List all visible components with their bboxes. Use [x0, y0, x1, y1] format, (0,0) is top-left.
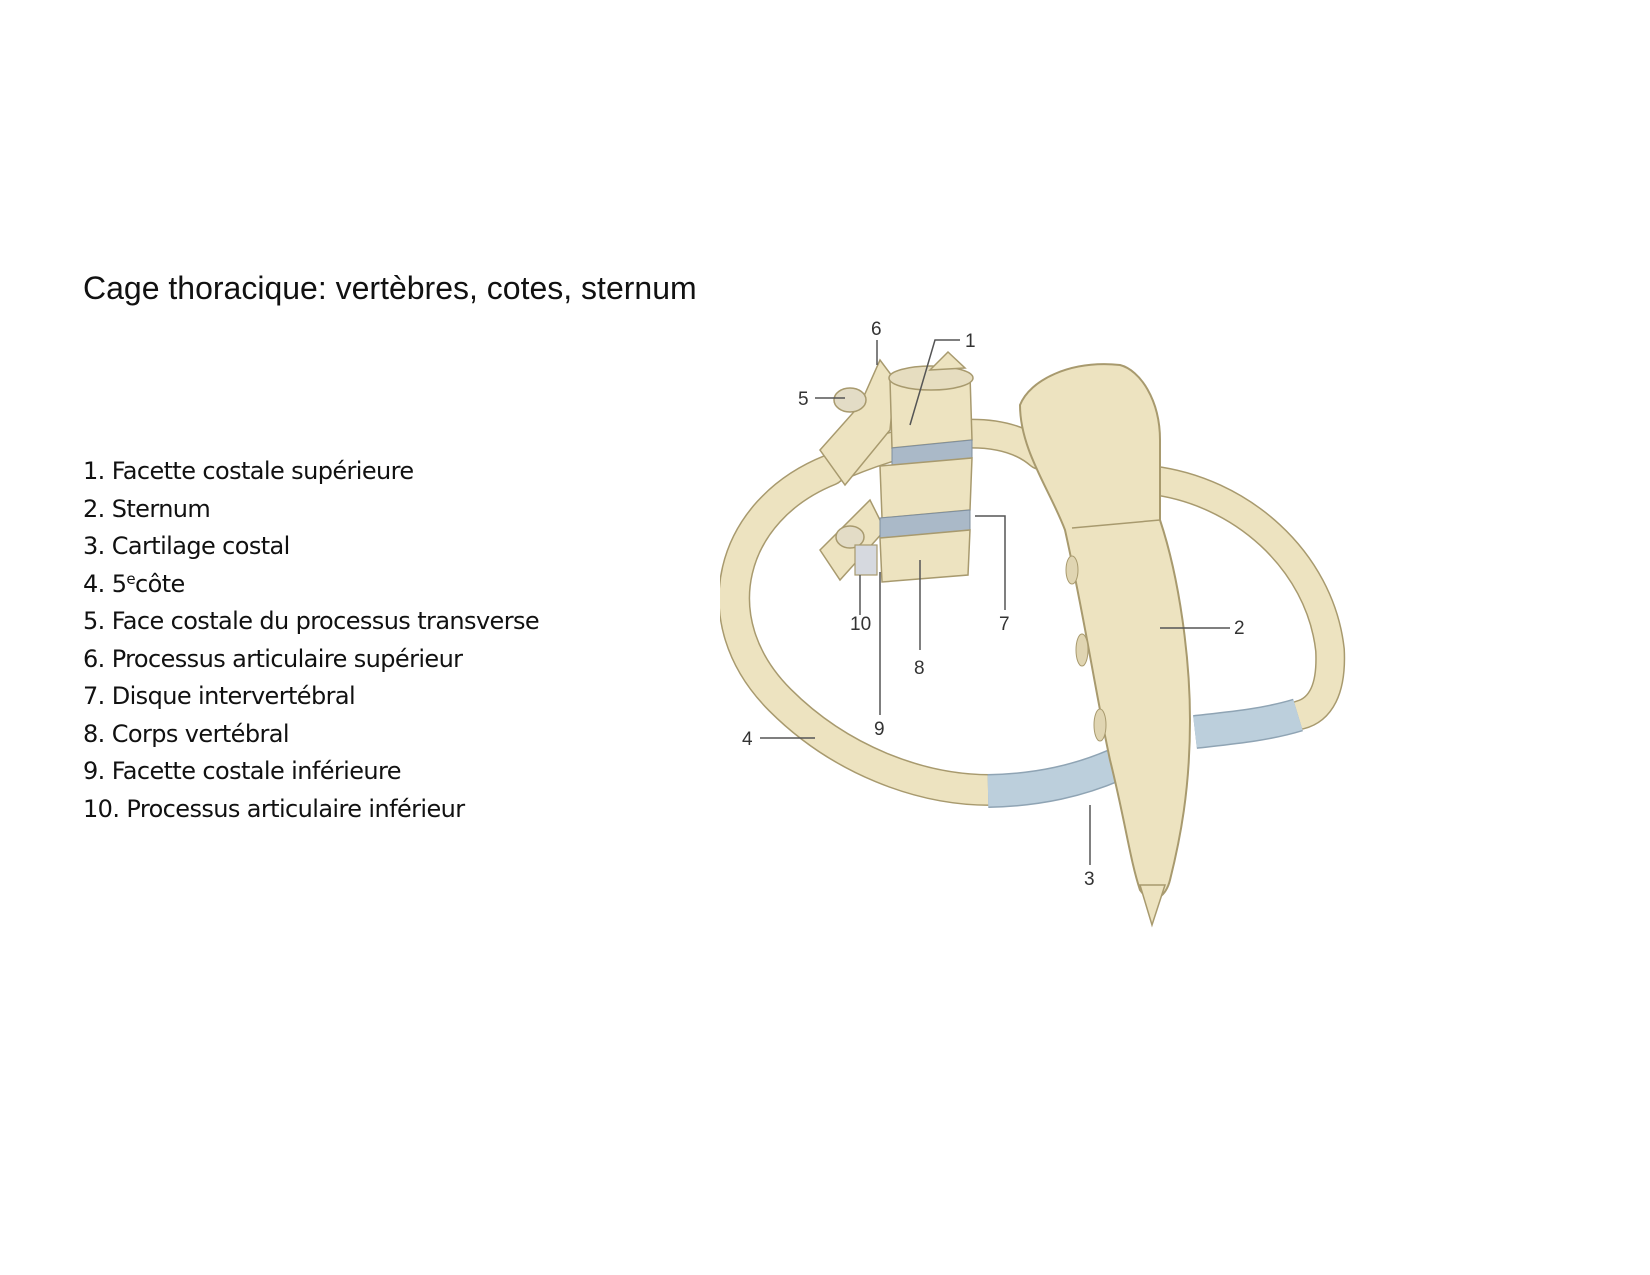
callout-1: 1	[965, 331, 976, 352]
legend-item-4: 4. 5ecôte	[83, 569, 185, 598]
legend-item-10: 10. Processus articulaire inférieur	[83, 794, 465, 823]
callout-9: 9	[874, 719, 885, 740]
callout-5: 5	[798, 389, 809, 410]
anatomy-drawing: 1 2 3 4 5 6 7 8 9 10	[720, 320, 1346, 928]
legend-item-5: 5. Face costale du processus transverse	[83, 607, 540, 635]
callout-10: 10	[850, 614, 871, 635]
sternum	[1018, 363, 1192, 928]
legend-item-3: 3. Cartilage costal	[83, 532, 290, 560]
callout-labels: 1 2 3 4 5 6 7 8 9 10	[742, 320, 1245, 890]
callout-2: 2	[1234, 618, 1245, 639]
callout-3: 3	[1084, 869, 1095, 890]
page-title: Cage thoracique: vertèbres, cotes, stern…	[83, 270, 697, 306]
legend-item-7: 7. Disque intervertébral	[83, 682, 356, 710]
legend-item-8: 8. Corps vertébral	[83, 719, 290, 748]
rib-5	[720, 418, 1346, 808]
callout-7: 7	[999, 614, 1010, 635]
thoracic-cage-illustration: 1 2 3 4 5 6 7 8 9 10	[720, 320, 1420, 960]
legend-list: 1. Facette costale supérieure 2. Sternum…	[83, 453, 540, 828]
callout-6: 6	[871, 320, 882, 340]
vertebrae	[819, 350, 974, 583]
legend-item-2: 2. Sternum	[83, 494, 211, 523]
legend-item-1: 1. Facette costale supérieure	[83, 457, 414, 485]
callout-4: 4	[742, 729, 753, 750]
leader-lines	[760, 339, 1230, 865]
legend-item-9: 9. Facette costale inférieure	[83, 757, 402, 785]
legend-item-6: 6. Processus articulaire supérieur	[83, 644, 463, 673]
callout-8: 8	[914, 658, 925, 679]
